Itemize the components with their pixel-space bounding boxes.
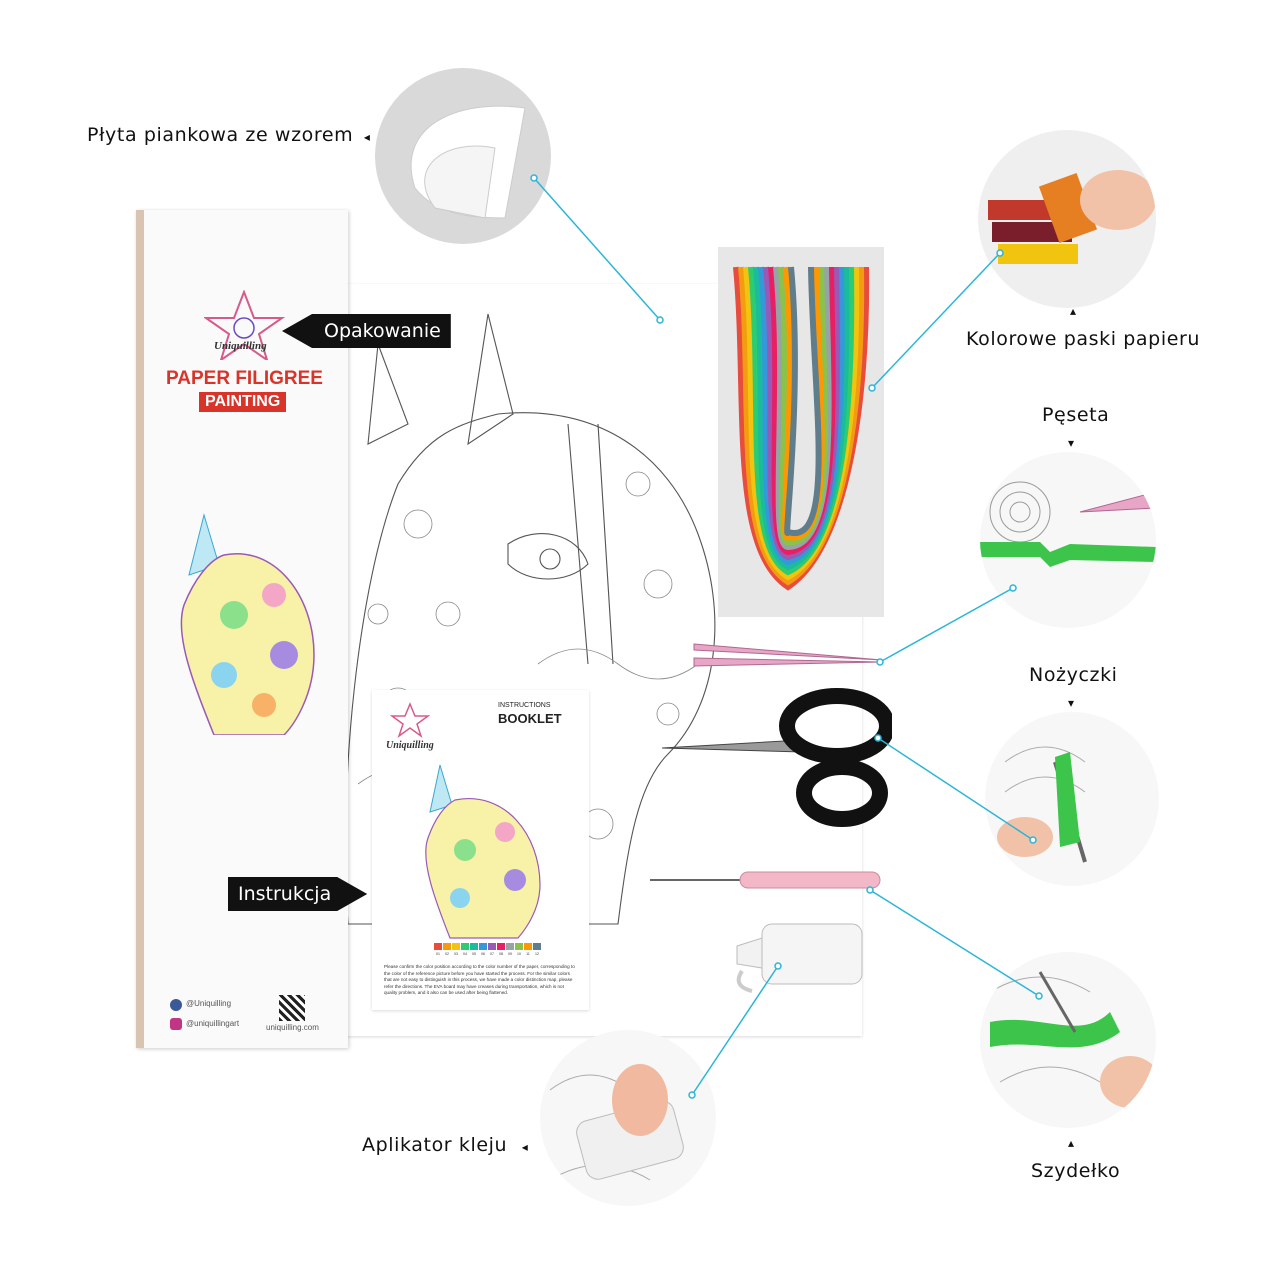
glue-label: Aplikator kleju ◂ bbox=[362, 1134, 529, 1156]
arrow-left-icon: ◂ bbox=[363, 130, 371, 144]
paper-strip bbox=[778, 266, 828, 546]
color-number: 04 bbox=[463, 952, 467, 956]
scissors-photo bbox=[985, 712, 1159, 886]
instructions-tag: Instrukcja bbox=[228, 877, 367, 911]
arrow-up-icon: ▴ bbox=[1070, 304, 1077, 318]
box-website: uniquilling.com bbox=[266, 1023, 319, 1032]
packaging-tag: Opakowanie bbox=[282, 314, 451, 348]
color-number: 09 bbox=[508, 952, 512, 956]
color-number-row: 01 02 03 04 05 06 07 08 09 10 11 12 bbox=[434, 952, 541, 956]
color-number: 01 bbox=[436, 952, 440, 956]
box-facebook: @Uniquilling bbox=[186, 999, 232, 1008]
glue-photo bbox=[540, 1030, 716, 1206]
paper-strip bbox=[743, 266, 860, 581]
color-swatch bbox=[497, 943, 505, 950]
paper-strip bbox=[733, 266, 870, 591]
color-swatch bbox=[470, 943, 478, 950]
paper-strip bbox=[773, 266, 832, 551]
booklet-brand: Uniquilling bbox=[386, 740, 434, 751]
paper-strip bbox=[782, 266, 825, 541]
box-horse-illustration bbox=[180, 513, 315, 735]
arrow-down-icon: ▾ bbox=[1068, 696, 1075, 710]
foam-board-photo bbox=[375, 68, 551, 244]
paper-strip bbox=[768, 266, 836, 556]
paper-strip bbox=[748, 266, 855, 576]
paper-strips-photo bbox=[978, 130, 1156, 308]
color-number: 08 bbox=[499, 952, 503, 956]
foam-board-label: Płyta piankowa ze wzorem ◂ bbox=[87, 124, 371, 146]
booklet-body-text: Please confirm the color position accord… bbox=[384, 964, 575, 995]
scissors-label: Nożyczki bbox=[1029, 664, 1118, 686]
instructions-label: Instrukcja bbox=[238, 883, 332, 905]
color-swatch bbox=[452, 943, 460, 950]
color-number: 05 bbox=[472, 952, 476, 956]
color-swatch bbox=[515, 943, 523, 950]
qr-code-icon bbox=[279, 995, 305, 1021]
facebook-icon bbox=[170, 999, 182, 1011]
color-number: 03 bbox=[454, 952, 458, 956]
tweezers-photo bbox=[980, 452, 1156, 628]
scissors-illustration bbox=[661, 688, 892, 827]
tweezers-label: Pęseta bbox=[1042, 404, 1110, 426]
color-number: 10 bbox=[517, 952, 521, 956]
color-swatch bbox=[524, 943, 532, 950]
uniquilling-logo-icon bbox=[204, 290, 286, 360]
booklet-heading-big: BOOKLET bbox=[498, 711, 562, 726]
color-swatch bbox=[488, 943, 496, 950]
box-brand: Uniquilling bbox=[214, 340, 267, 352]
color-swatch bbox=[443, 943, 451, 950]
booklet-logo-icon bbox=[390, 702, 430, 738]
paper-strips-illustration bbox=[733, 266, 870, 591]
arrow-left-icon: ◂ bbox=[521, 1140, 529, 1154]
glue-applicator-illustration bbox=[736, 923, 863, 993]
color-swatch bbox=[479, 943, 487, 950]
instagram-icon bbox=[170, 1018, 182, 1030]
paper-strip bbox=[753, 266, 850, 571]
color-swatch bbox=[533, 943, 541, 950]
color-swatch bbox=[506, 943, 514, 950]
color-number: 11 bbox=[526, 952, 530, 956]
color-number: 02 bbox=[445, 952, 449, 956]
crochet-photo bbox=[980, 952, 1156, 1128]
crochet-hook-illustration bbox=[650, 871, 881, 889]
arrow-down-icon: ▾ bbox=[1068, 436, 1075, 450]
box-title-line2: PAINTING bbox=[199, 392, 287, 412]
color-swatch bbox=[434, 943, 442, 950]
paper-strip bbox=[758, 266, 845, 566]
booklet-heading-small: INSTRUCTIONS bbox=[498, 702, 551, 709]
packaging-label: Opakowanie bbox=[324, 320, 441, 342]
color-number: 07 bbox=[490, 952, 494, 956]
paper-strips-bundle bbox=[718, 247, 884, 617]
color-number: 12 bbox=[535, 952, 539, 956]
box-instagram: @uniquillingart bbox=[186, 1019, 240, 1028]
color-swatch-row bbox=[434, 943, 541, 950]
booklet-horse-illustration bbox=[425, 764, 541, 939]
tweezers-illustration bbox=[693, 643, 883, 667]
arrow-up-icon: ▴ bbox=[1068, 1136, 1075, 1150]
box-title-line1: PAPER FILIGREE bbox=[166, 368, 323, 389]
crochet-label: Szydełko bbox=[1031, 1160, 1121, 1182]
paper-strip bbox=[784, 266, 822, 537]
color-swatch bbox=[461, 943, 469, 950]
color-number: 06 bbox=[481, 952, 485, 956]
paper-strip bbox=[738, 266, 865, 586]
paper-strip bbox=[763, 266, 840, 561]
paper-strips-label: Kolorowe paski papieru bbox=[966, 328, 1201, 350]
